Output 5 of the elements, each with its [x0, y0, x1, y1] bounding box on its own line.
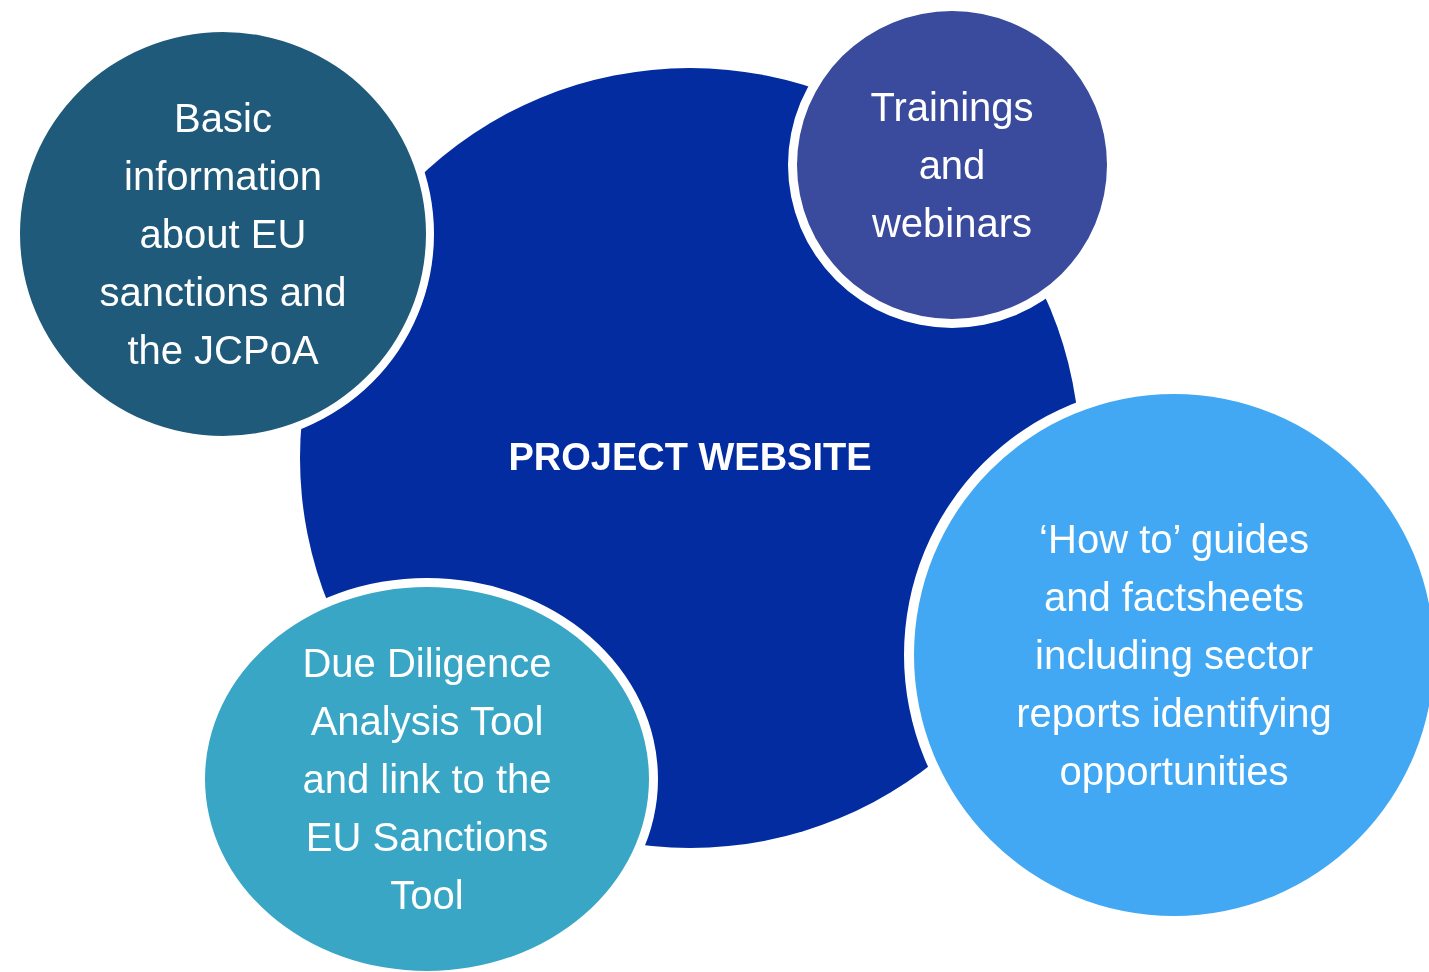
topic-text: Trainings and webinars	[869, 84, 1035, 247]
topic-text: Due Diligence Analysis Tool and link to the EU Sanctions Tool	[301, 640, 553, 919]
title-text: PROJECT WEBSITE	[508, 435, 872, 481]
topic-text: ‘How to’ guides and factsheets including sector reports identifying opportunities	[1015, 516, 1333, 795]
topic-text: Basic information about EU sanctions and the JCPoA	[98, 95, 348, 374]
